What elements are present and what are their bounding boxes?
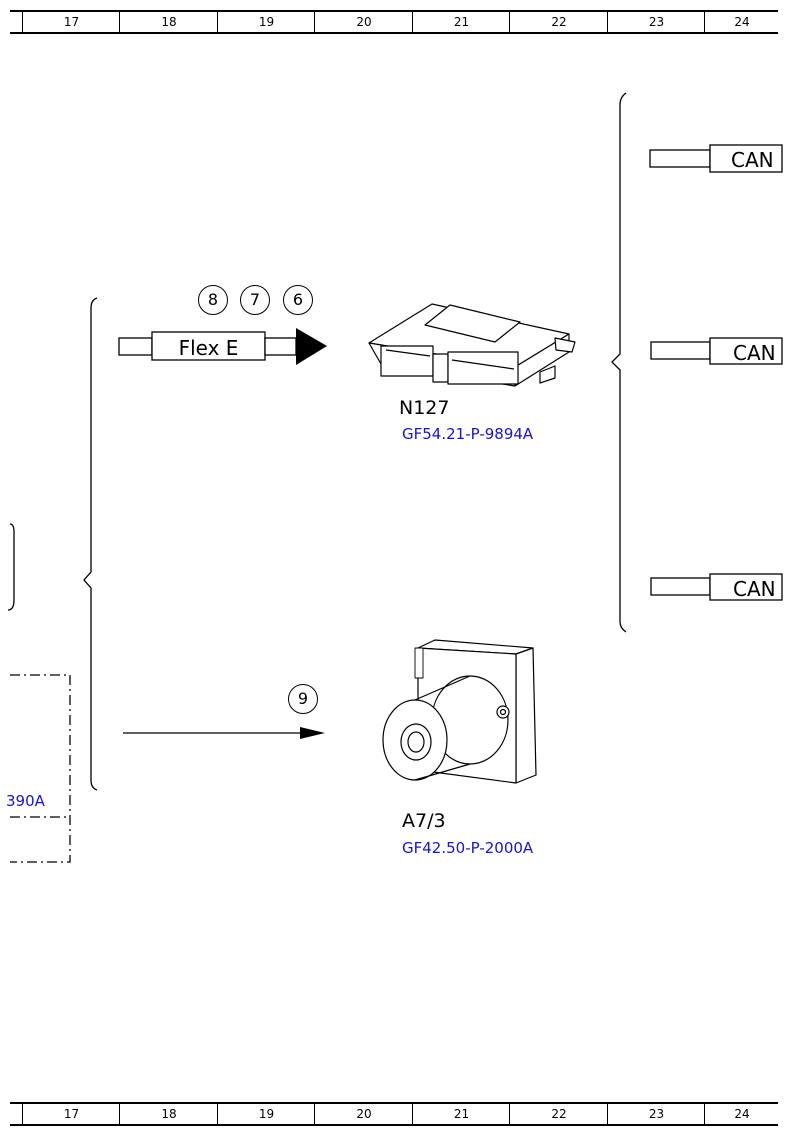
ruler-cell: 23 [607,12,705,32]
ruler-cell: 19 [217,1104,315,1124]
ruler-cell: 21 [412,1104,510,1124]
flex-connector-tag [151,331,266,361]
left-brace [83,297,98,791]
can-stub-2 [650,341,711,360]
signal-arrow-head [300,727,325,739]
offpage-dashed-box [10,674,71,863]
right-brace [611,92,627,633]
ref-circle-9[interactable]: 9 [288,684,318,714]
can-stub-1 [649,149,711,168]
offpage-ref-link[interactable]: 390A [6,792,45,810]
ref-circle-7[interactable]: 7 [240,285,270,315]
ruler-cell: 24 [704,1104,779,1124]
ruler-cell: 18 [119,12,218,32]
ref-circle-6[interactable]: 6 [283,285,313,315]
column-ruler-bottom: 17 18 19 20 21 22 23 24 [10,1102,778,1126]
left-brace-fragment [7,523,15,611]
can-connector-label-2: CAN [733,341,776,365]
n127-control-unit-drawing [368,303,576,387]
ruler-cell: 20 [314,1104,413,1124]
can-stub-3 [650,577,711,596]
ruler-cell: 18 [119,1104,218,1124]
ruler-cell: 22 [509,12,608,32]
can-tag-2 [709,337,783,365]
ruler-cell: 24 [704,12,779,32]
flex-connector-label: Flex E [178,336,239,360]
ruler-cell: 22 [509,1104,608,1124]
can-tag-3 [709,573,783,601]
ruler-cell: 21 [412,12,510,32]
can-tag-1 [709,144,783,173]
component-ref-link-n127[interactable]: GF54.21-P-9894A [402,425,534,443]
a7-3-actuator-drawing [382,639,537,784]
component-code-a7-3: A7/3 [402,810,446,832]
ruler-cell: 20 [314,12,413,32]
can-connector-label-3: CAN [733,577,776,601]
flex-connector-stub-right [264,337,297,356]
component-code-n127: N127 [399,397,450,419]
ruler-cell: 17 [22,12,120,32]
ruler-cell: 23 [607,1104,705,1124]
flex-arrow-head [296,328,327,365]
column-ruler-top: 17 18 19 20 21 22 23 24 [10,10,778,34]
ruler-cell: 17 [22,1104,120,1124]
can-connector-label-1: CAN [731,148,774,172]
ruler-cell: 19 [217,12,315,32]
flex-connector-stub [118,337,153,356]
component-ref-link-a7-3[interactable]: GF42.50-P-2000A [402,839,534,857]
ref-circle-8[interactable]: 8 [198,285,228,315]
